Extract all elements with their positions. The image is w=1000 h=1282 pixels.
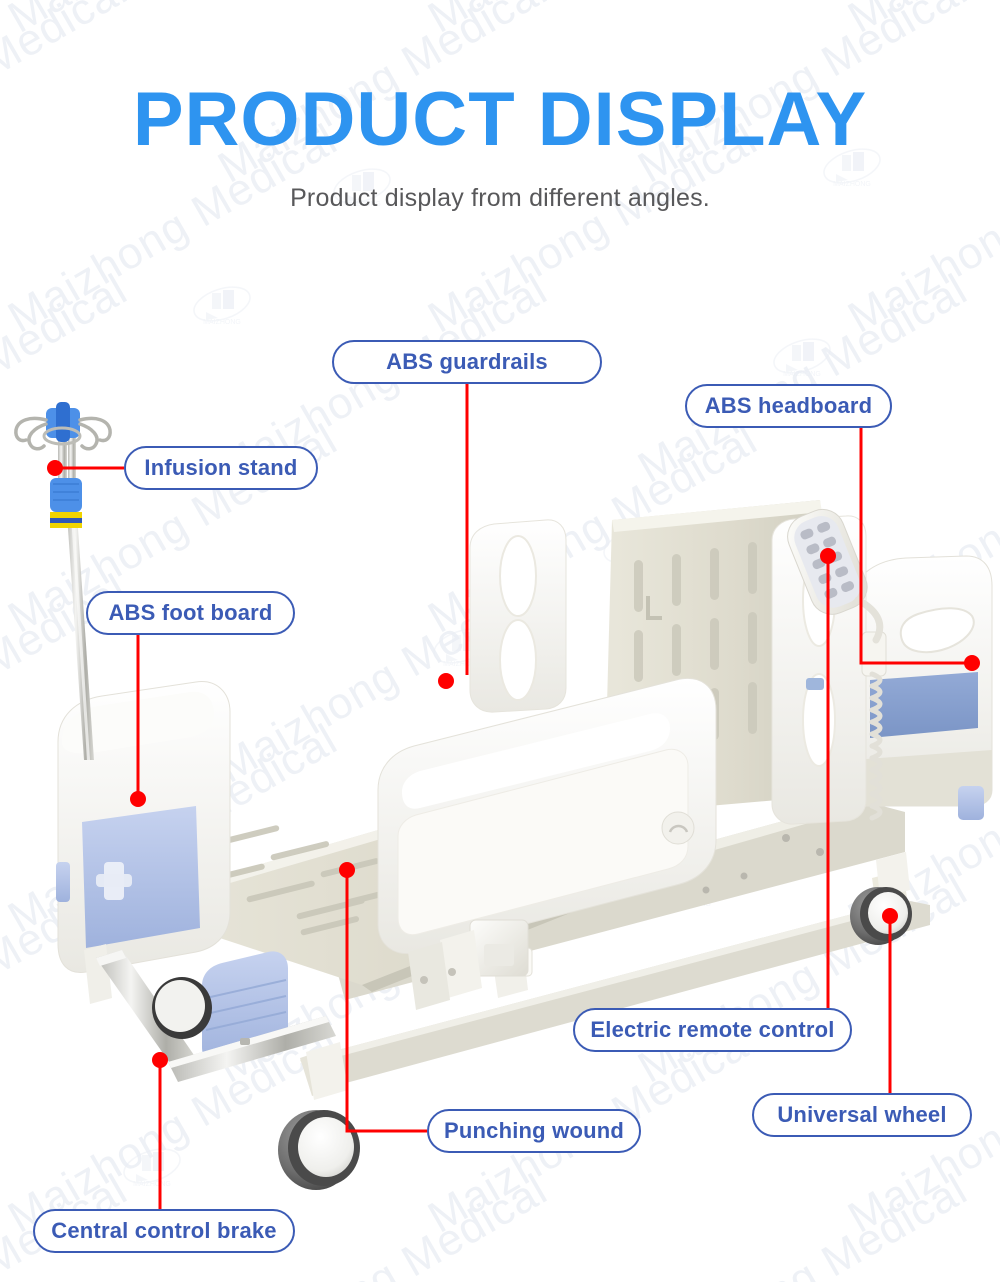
electric-remote-control [787, 508, 887, 821]
watermark-logo-icon: MAIZHONG [663, 868, 721, 908]
backrest-hinge [504, 569, 567, 657]
callout-abs-headboard[interactable]: ABS headboard [685, 384, 892, 428]
bed-platform [120, 800, 905, 1000]
actuator-motor [408, 919, 529, 1010]
leader-electric-remote-control-dot [820, 548, 836, 564]
watermark-text: Maizhong Medical [840, 415, 1000, 643]
abs-guardrail-head [771, 515, 867, 825]
callout-infusion-stand[interactable]: Infusion stand [124, 446, 318, 490]
watermark-text: Maizhong Medical [840, 715, 1000, 943]
backrest-panel [504, 500, 836, 815]
header: PRODUCT DISPLAY Product display from dif… [0, 0, 1000, 213]
watermark-text: Maizhong Medical [0, 264, 136, 493]
watermark-logo-icon: MAIZHONG [603, 528, 661, 568]
leader-infusion-stand-dot [47, 460, 63, 476]
abs-guardrail-rear [469, 519, 567, 713]
svg-text:MAIZHONG: MAIZHONG [613, 561, 651, 568]
frame-hardware [702, 834, 824, 894]
bed-base-frame [300, 870, 930, 1096]
callout-punching-wound[interactable]: Punching wound [427, 1109, 641, 1153]
leader-universal-wheel-dot [882, 908, 898, 924]
central-control-brake [96, 950, 336, 1082]
svg-text:MAIZHONG: MAIZHONG [673, 901, 711, 908]
page-title: PRODUCT DISPLAY [132, 77, 868, 162]
watermark-text: Maizhong Medical [210, 864, 556, 1093]
callout-abs-foot-board[interactable]: ABS foot board [86, 591, 295, 635]
abs-foot-board [56, 681, 231, 1004]
watermark-logo-icon: MAIZHONG [773, 338, 831, 378]
watermark-text: Maizhong Medical [420, 414, 766, 643]
callout-central-control-brake[interactable]: Central control brake [33, 1209, 295, 1253]
watermark-logo-icon: MAIZHONG [123, 1148, 181, 1188]
universal-wheel-rear [850, 852, 912, 945]
leader-abs-foot-board-dot [130, 791, 146, 807]
svg-text:MAIZHONG: MAIZHONG [783, 371, 821, 378]
leader-abs-headboard [859, 428, 972, 665]
watermark-logo-icon: MAIZHONG [203, 998, 261, 1038]
watermark-logo-icon: MAIZHONG [433, 628, 491, 668]
watermark-text: Maizhong Medical [630, 1164, 976, 1282]
abs-guardrail-front [377, 678, 717, 998]
svg-text:MAIZHONG: MAIZHONG [203, 319, 241, 326]
watermark-text: Maizhong Medical [630, 864, 976, 1093]
watermark-logo-icon: MAIZHONG [193, 286, 251, 326]
abs-headboard [847, 555, 993, 820]
universal-wheel-front [278, 1042, 360, 1190]
leader-central-control-brake-dot [152, 1052, 168, 1068]
leader-abs-guardrails-dot [438, 673, 454, 689]
leader-punching-wound-dot [339, 862, 355, 878]
infusion-stand [14, 402, 112, 760]
watermark-text: Maizhong Medical [630, 264, 976, 493]
corner-bumper [202, 951, 288, 1065]
watermark-text: Maizhong Medical [630, 564, 976, 793]
callout-abs-guardrails[interactable]: ABS guardrails [332, 340, 602, 384]
callout-electric-remote-control[interactable]: Electric remote control [573, 1008, 852, 1052]
page-subtitle: Product display from different angles. [290, 184, 710, 212]
svg-text:MAIZHONG: MAIZHONG [213, 1031, 251, 1038]
leader-punching-wound [345, 872, 427, 1133]
svg-text:MAIZHONG: MAIZHONG [443, 661, 481, 668]
callout-universal-wheel[interactable]: Universal wheel [752, 1093, 972, 1137]
watermark-text: Maizhong Medical [0, 864, 136, 1093]
watermark-text: Maizhong Medical [420, 714, 766, 943]
watermark-text: Maizhong Medical [0, 714, 346, 943]
svg-text:MAIZHONG: MAIZHONG [133, 1181, 171, 1188]
leader-abs-headboard-dot [964, 655, 980, 671]
